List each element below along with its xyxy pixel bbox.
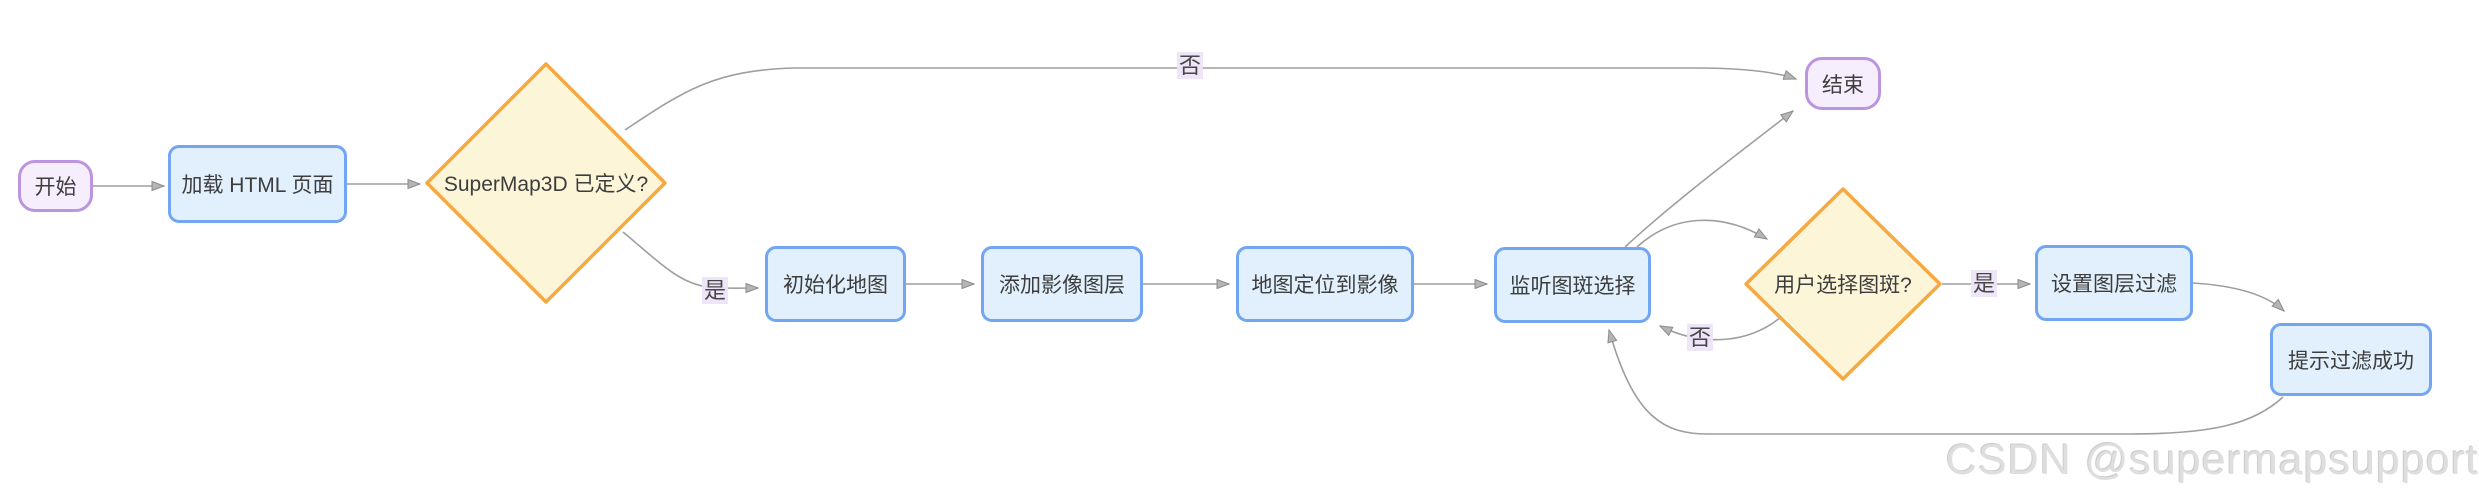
node-label-load-html-page: 加载 HTML 页面 [181,174,334,197]
edge-set-layer-filter-to-tip-filter-success [2192,282,2286,312]
node-label-start: 开始 [34,176,77,199]
edge-tip-filter-success-to-listen-patch-selection [1607,328,2284,435]
node-label-user-selects-patch: 用户选择图斑? [1774,274,1912,297]
edge-listen-patch-selection-to-user-selects-patch [1636,219,1769,248]
node-label-listen-patch-selection: 监听图斑选择 [1509,275,1636,298]
node-set-layer-filter: 设置图层过滤 [2035,245,2193,321]
edge-supermap3d-defined-to-end [624,67,1798,131]
node-start: 开始 [18,160,93,212]
node-add-imagery-layer: 添加影像图层 [981,246,1143,322]
edge-label-supermap3d-defined-to-end: 否 [1177,52,1204,79]
node-label-tip-filter-success: 提示过滤成功 [2288,349,2414,373]
edge-label-user-selects-patch-to-listen-patch-selection: 否 [1687,324,1714,351]
node-listen-patch-selection: 监听图斑选择 [1494,247,1651,323]
node-init-map: 初始化地图 [765,246,906,322]
edge-label-user-selects-patch-to-set-layer-filter: 是 [1971,270,1998,297]
node-label-init-map: 初始化地图 [783,274,888,297]
node-end: 结束 [1805,57,1881,110]
node-label-supermap3d-defined: SuperMap3D 已定义? [443,173,649,196]
node-tip-filter-success: 提示过滤成功 [2270,323,2432,396]
watermark: CSDN @supermapsupport [1945,436,2479,484]
node-load-html-page: 加载 HTML 页面 [168,145,347,223]
edge-listen-patch-selection-to-end [1624,110,1795,248]
edge-user-selects-patch-to-listen-patch-selection [1658,316,1782,341]
decision-diamond-shape [1744,187,1942,381]
edge-label-supermap3d-defined-to-init-map: 是 [702,277,729,304]
node-label-set-layer-filter: 设置图层过滤 [2051,273,2177,296]
node-supermap3d-defined: SuperMap3D 已定义? [425,62,667,304]
node-locate-map-to-imagery: 地图定位到影像 [1236,246,1414,322]
node-user-selects-patch: 用户选择图斑? [1744,187,1942,381]
node-label-end: 结束 [1822,73,1864,97]
node-label-add-imagery-layer: 添加影像图层 [999,274,1125,297]
node-label-locate-map-to-imagery: 地图定位到影像 [1251,274,1399,297]
decision-diamond-shape [425,62,667,304]
